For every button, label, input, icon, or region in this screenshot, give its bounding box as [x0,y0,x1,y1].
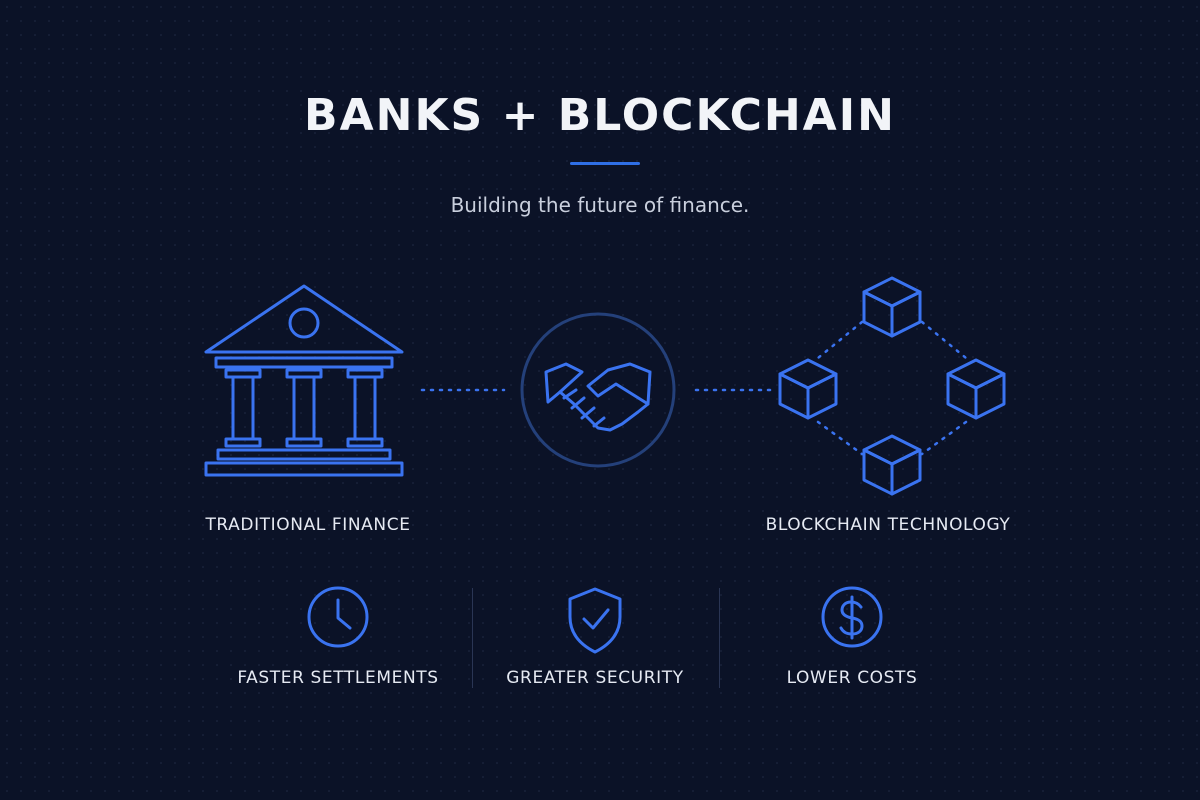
dollar-icon [821,586,883,648]
divider-1 [472,588,473,688]
blockchain-technology-label: BLOCKCHAIN TECHNOLOGY [765,515,1011,535]
handshake-icon [544,362,652,432]
page-subtitle: Building the future of finance. [450,193,750,217]
bank-building-icon [204,284,404,477]
handshake-circle [520,312,676,468]
benefit-greater-security: GREATER SECURITY [506,668,684,688]
benefit-lower-costs: LOWER COSTS [786,668,918,688]
page-title: BANKS + BLOCKCHAIN [304,90,896,141]
shield-check-icon [568,587,622,654]
divider-2 [719,588,720,688]
benefit-faster-settlements: FASTER SETTLEMENTS [237,668,439,688]
traditional-finance-label: TRADITIONAL FINANCE [205,515,411,535]
blockchain-cubes-icon [778,276,1006,496]
clock-icon [307,586,369,648]
title-underline [570,162,640,165]
